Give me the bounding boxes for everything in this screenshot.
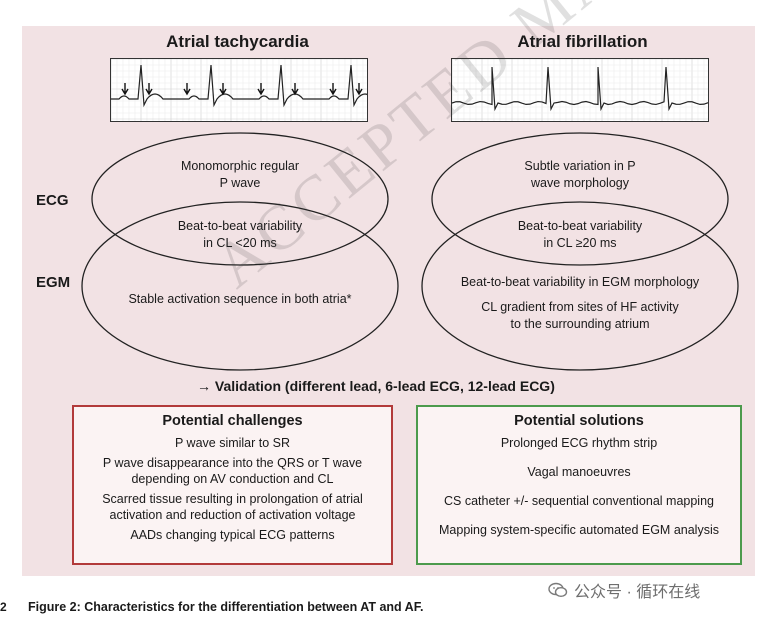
at-ecg-trace: [110, 58, 375, 121]
af-title: Atrial fibrillation: [517, 32, 648, 51]
wechat-icon: [548, 582, 568, 598]
p-wave-arrow-icon: [329, 83, 337, 96]
p-wave-arrow-icon: [121, 83, 129, 96]
challenges-title: Potential challenges: [162, 413, 303, 429]
p-wave-arrow-icon: [183, 83, 191, 96]
af-ecg-trace: [451, 58, 709, 121]
egm-row-label: EGM: [36, 274, 71, 291]
figure-caption: Figure 2: Characteristics for the differ…: [28, 600, 424, 614]
solutions-box: Potential solutions Prolonged ECG rhythm…: [416, 405, 742, 565]
p-wave-arrow-icon: [355, 83, 363, 96]
solution-item: CS catheter +/- sequential conventional …: [444, 494, 714, 508]
solution-item: Vagal manoeuvres: [527, 465, 631, 479]
wechat-source-label: 公众号 · 循环在线: [548, 578, 700, 602]
p-wave-arrow-icon: [257, 83, 265, 96]
challenge-item: P wave disappearance into the QRS or T w…: [102, 456, 363, 486]
p-wave-arrow-icon: [219, 83, 227, 96]
solution-item: Prolonged ECG rhythm strip: [500, 436, 658, 450]
challenges-box: Potential challenges P wave similar to S…: [72, 405, 393, 565]
af-egm-ellipse: [421, 201, 739, 371]
at-ecg-ellipse: [91, 132, 389, 266]
at-ecg-waveform: [111, 64, 375, 108]
challenge-item: P wave similar to SR: [174, 436, 291, 450]
solutions-title: Potential solutions: [514, 413, 644, 429]
solution-item: Mapping system-specific automated EGM an…: [439, 523, 719, 537]
p-wave-arrow-icon: [145, 83, 153, 96]
af-ecg-ellipse: [431, 132, 729, 266]
at-ecg-strip: [110, 58, 375, 122]
at-egm-ellipse: [81, 201, 399, 371]
at-egm-text: Stable activation sequence in both atria…: [128, 292, 352, 306]
af-ecg-waveform: [451, 66, 709, 112]
ecg-row-label: ECG: [36, 192, 69, 209]
challenge-item: Scarred tissue resulting in prolongation…: [102, 492, 363, 522]
af-ecg-strip: [451, 58, 709, 122]
validation-line: → Validation (different lead, 6-lead ECG…: [197, 378, 555, 394]
p-wave-arrow-icon: [291, 83, 299, 96]
challenge-item: AADs changing typical ECG patterns: [130, 528, 335, 542]
af-egm-text-1: Beat-to-beat variability in EGM morpholo…: [460, 275, 700, 289]
caption-number: 2: [0, 600, 7, 614]
at-title: Atrial tachycardia: [166, 32, 309, 51]
